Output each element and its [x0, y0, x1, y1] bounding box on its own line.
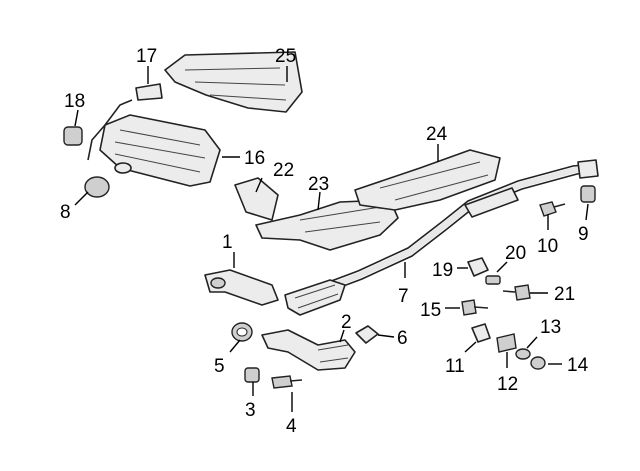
- muffler-16: [87, 99, 221, 187]
- clamp-17: [135, 83, 163, 101]
- heat-shield-24: [354, 149, 501, 211]
- washer-13: [515, 348, 531, 360]
- callout-13: 13: [540, 317, 561, 338]
- callout-25: 25: [275, 46, 296, 67]
- front-pipe-1: [204, 269, 279, 306]
- bolt-15: [461, 299, 489, 316]
- callout-23: 23: [308, 174, 329, 195]
- callout-7: 7: [398, 286, 409, 307]
- bolt-21: [502, 284, 531, 301]
- gasket-6: [355, 325, 379, 344]
- callout-21: 21: [554, 284, 575, 305]
- callout-19: 19: [432, 260, 453, 281]
- hanger-8: [84, 176, 110, 198]
- converter-2: [261, 329, 356, 371]
- callout-12: 12: [497, 374, 518, 395]
- callout-15: 15: [420, 300, 441, 321]
- front-converter: [284, 279, 346, 316]
- hanger-18: [63, 126, 83, 146]
- bracket-11: [471, 323, 491, 343]
- washer-14: [530, 356, 546, 370]
- callout-18: 18: [64, 91, 85, 112]
- callout-5: 5: [214, 356, 225, 377]
- callout-3: 3: [245, 400, 256, 421]
- callout-11: 11: [445, 356, 465, 377]
- stud-3: [244, 367, 260, 383]
- leader-lines: [74, 66, 589, 412]
- sleeve-12: [496, 333, 517, 353]
- hanger-9: [580, 185, 596, 203]
- heat-shield-upper: [164, 51, 303, 113]
- callout-20: 20: [505, 243, 526, 264]
- callout-10: 10: [537, 236, 558, 257]
- callout-1: 1: [222, 232, 233, 253]
- pipe-23: [255, 199, 399, 251]
- callout-14: 14: [567, 355, 589, 376]
- callout-4: 4: [286, 416, 297, 437]
- pin-20: [485, 275, 501, 285]
- callout-2: 2: [341, 312, 352, 333]
- callout-16: 16: [244, 148, 265, 169]
- bolt-4: [271, 375, 303, 389]
- callout-22: 22: [273, 160, 294, 181]
- bolt-10: [539, 201, 566, 217]
- callout-6: 6: [397, 328, 408, 349]
- callout-17: 17: [136, 46, 157, 67]
- callout-9: 9: [578, 224, 589, 245]
- bracket-19: [467, 257, 489, 277]
- callout-8: 8: [60, 202, 71, 223]
- exhaust-pipe-7: [317, 159, 599, 295]
- bracket-22: [234, 177, 279, 221]
- callout-24: 24: [426, 124, 448, 145]
- gasket-5: [231, 322, 253, 342]
